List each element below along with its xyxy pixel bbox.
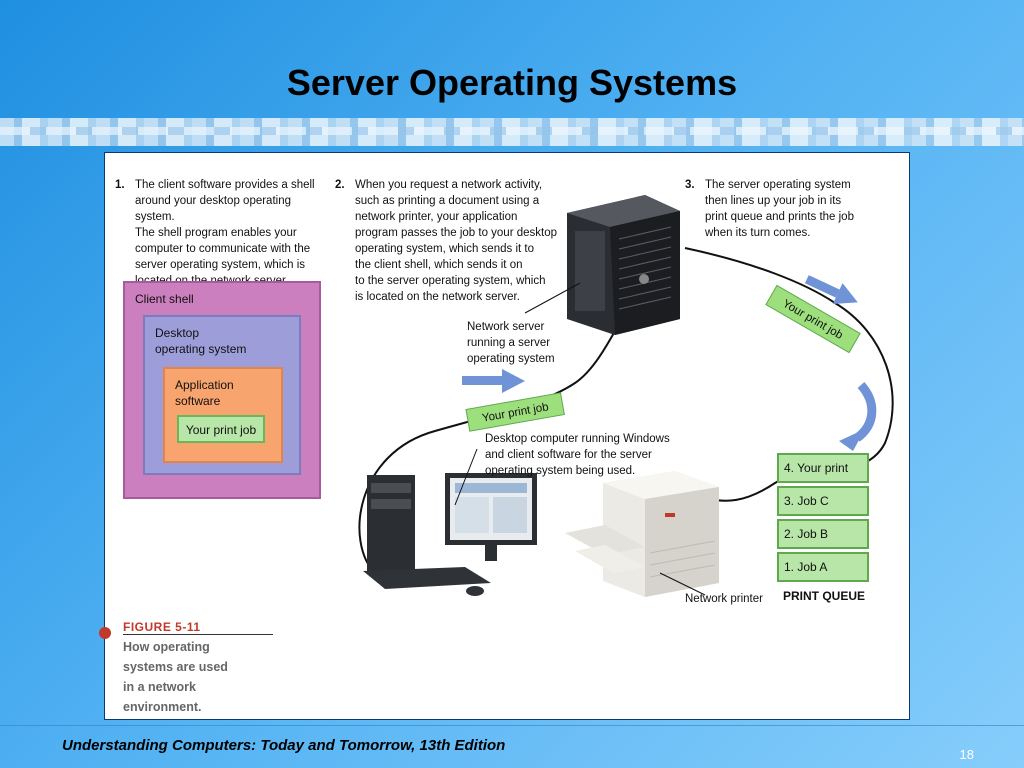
diagram-figure: Your print job Your print job 1. The cli…	[99, 152, 910, 720]
page-number: 18	[959, 747, 974, 762]
queue-item: 4. Your print job	[777, 453, 869, 501]
print-job-box: Your print job	[177, 415, 265, 443]
client-shell-label: Client shell	[135, 292, 194, 306]
diagram-artwork: Your print job Your print job	[358, 195, 894, 597]
step-2-text: When you request a network activity, suc…	[355, 179, 558, 303]
decorative-band	[0, 118, 1024, 146]
step-3-number: 3.	[685, 179, 695, 191]
print-job-tag-left: Your print job	[465, 392, 565, 432]
figure-marker-icon	[99, 627, 111, 639]
arrow-diagonal-icon	[804, 275, 858, 304]
desktop-os-label: Desktop operating system	[155, 326, 247, 356]
print-job-label: Your print job	[185, 423, 257, 437]
application-software-label: Application software	[175, 378, 234, 408]
step-2-number: 2.	[335, 179, 345, 191]
figure-label: FIGURE 5-11	[123, 620, 201, 634]
footer-text: Understanding Computers: Today and Tomor…	[62, 737, 506, 754]
step-3-text: The server operating system then lines u…	[705, 179, 854, 239]
queue-item: 1. Job A	[777, 552, 869, 582]
server-tower-icon	[567, 195, 680, 335]
arrow-curved-down-icon	[839, 382, 877, 451]
printer-pointer-line	[659, 572, 706, 596]
step-1-number: 1.	[115, 179, 125, 191]
arrow-right-icon	[462, 369, 525, 393]
footer-divider	[0, 725, 1024, 726]
network-printer-label: Network printer	[685, 593, 763, 605]
figure-rule	[123, 634, 273, 635]
network-cable-right	[684, 247, 894, 502]
desktop-computer-label: Desktop computer running Windows and cli…	[485, 433, 670, 477]
server-pointer-line	[524, 282, 581, 314]
desktop-computer-icon	[363, 473, 537, 596]
step-1-text: The client software provides a shell aro…	[135, 179, 315, 287]
figure-caption: How operating systems are used in a netw…	[123, 640, 228, 714]
queue-item: 3. Job C	[777, 486, 869, 516]
network-printer-icon	[565, 471, 719, 597]
print-queue-title: PRINT QUEUE	[783, 589, 866, 603]
slide-title: Server Operating Systems	[286, 62, 738, 103]
network-server-label: Network server running a server operatin…	[467, 321, 555, 365]
queue-item: 2. Job B	[777, 519, 869, 549]
desktop-pointer-line	[454, 448, 478, 506]
